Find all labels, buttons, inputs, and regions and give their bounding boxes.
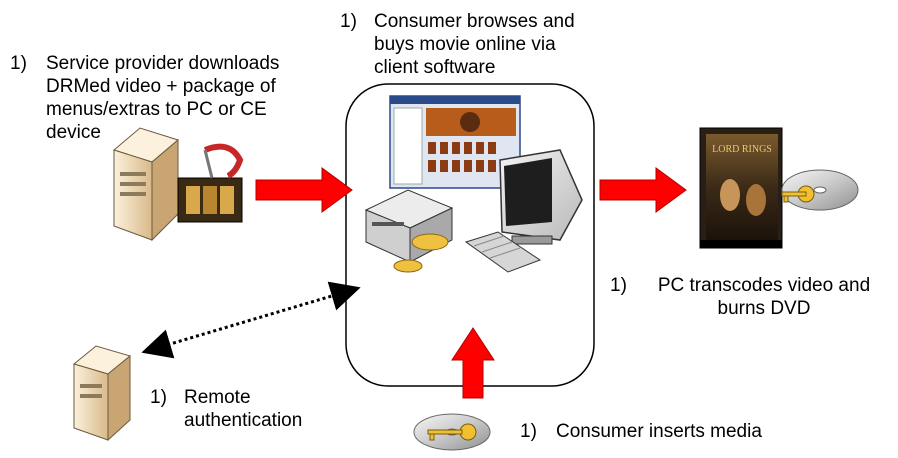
- client-software-screenshot: [389, 95, 521, 189]
- step-remote-auth: 1) Remote authentication: [150, 386, 340, 434]
- arrow-device-to-dvd: [599, 167, 687, 213]
- dvd-cover-title: LORD RINGS: [712, 144, 772, 155]
- step-consumer-insert: 1) Consumer inserts media: [520, 420, 820, 446]
- step-provider-download: 1) Service provider downloads DRMed vide…: [10, 52, 330, 148]
- step-text: Service provider downloads DRMed video +…: [46, 53, 280, 143]
- step-pc-transcode: 1) PC transcodes video and burns DVD: [610, 274, 890, 322]
- auth-dotted-arrow: [141, 281, 361, 359]
- disc-with-key-icon-dvd: [781, 169, 859, 211]
- provider-server-icon: [112, 127, 180, 242]
- step-text: PC transcodes video and burns DVD: [657, 275, 871, 319]
- arrow-provider-to-device: [255, 167, 353, 213]
- step-text: Consumer inserts media: [556, 421, 762, 442]
- monitor-icon: [499, 149, 583, 245]
- media-disc-with-key-icon: [413, 413, 491, 451]
- step-number: 1): [610, 275, 627, 296]
- dvd-case-icon: LORD RINGS: [699, 127, 783, 249]
- step-text: Consumer browses and buys movie online v…: [374, 11, 575, 78]
- arrow-media-to-device: [451, 327, 495, 399]
- disc-icon: [393, 233, 449, 273]
- film-reel-icon: [177, 143, 244, 223]
- step-number: 1): [150, 387, 167, 408]
- step-consumer-browse: 1) Consumer browses and buys movie onlin…: [340, 10, 630, 82]
- step-number: 1): [10, 53, 27, 74]
- step-number: 1): [520, 421, 537, 442]
- step-number: 1): [340, 11, 357, 32]
- step-text: Remote authentication: [184, 387, 303, 431]
- auth-server-icon: [72, 345, 132, 442]
- keyboard-icon: [464, 231, 542, 273]
